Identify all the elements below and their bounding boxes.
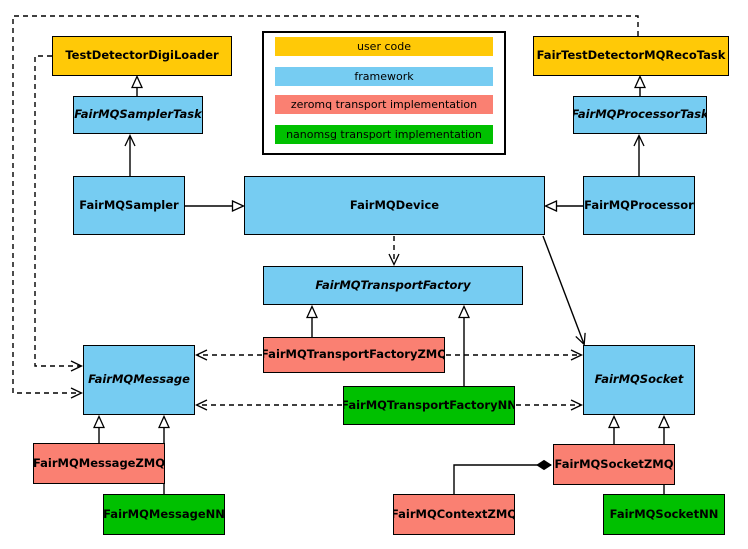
class-box-fairmqprocessortask[interactable]: FairMQProcessorTask (573, 96, 707, 134)
class-box-fairmqsocketzmq[interactable]: FairMQSocketZMQ (553, 444, 675, 485)
class-box-fairmqtransportfactoryzmq[interactable]: FairMQTransportFactoryZMQ (263, 337, 445, 373)
class-box-testdetectordigiloader[interactable]: TestDetectorDigiLoader (52, 36, 232, 76)
class-box-fairmqdevice[interactable]: FairMQDevice (244, 176, 545, 235)
class-box-fairmqmessagezmq[interactable]: FairMQMessageZMQ (33, 443, 165, 484)
class-box-fairmqmessage[interactable]: FairMQMessage (83, 345, 195, 415)
class-box-fairmqsampler[interactable]: FairMQSampler (73, 176, 185, 235)
edge-device-to-socket (542, 235, 584, 344)
legend-item-nanomsg: nanomsg transport implementation (275, 125, 493, 144)
class-box-fairmqprocessor[interactable]: FairMQProcessor (583, 176, 695, 235)
class-box-fairmqmessagenn[interactable]: FairMQMessageNN (103, 494, 225, 535)
class-box-fairmqtransportfactorynn[interactable]: FairMQTransportFactoryNN (343, 386, 515, 425)
class-box-fairmqsamplertask[interactable]: FairMQSamplerTask (73, 96, 203, 134)
class-box-fairmqtransportfactory[interactable]: FairMQTransportFactory (263, 266, 523, 305)
legend-item-user-code: user code (275, 37, 493, 56)
class-box-fairmqsocket[interactable]: FairMQSocket (583, 345, 695, 415)
class-box-fairtestdetectormqrecotask[interactable]: FairTestDetectorMQRecoTask (533, 36, 729, 76)
edge-contextzmq-to-socketzmq (453, 459, 552, 494)
class-box-fairmqsocketnn[interactable]: FairMQSocketNN (603, 494, 725, 535)
legend-item-zeromq: zeromq transport implementation (275, 95, 493, 114)
legend-item-framework: framework (275, 67, 493, 86)
class-box-fairmqcontextzmq[interactable]: FairMQContextZMQ (393, 494, 515, 535)
